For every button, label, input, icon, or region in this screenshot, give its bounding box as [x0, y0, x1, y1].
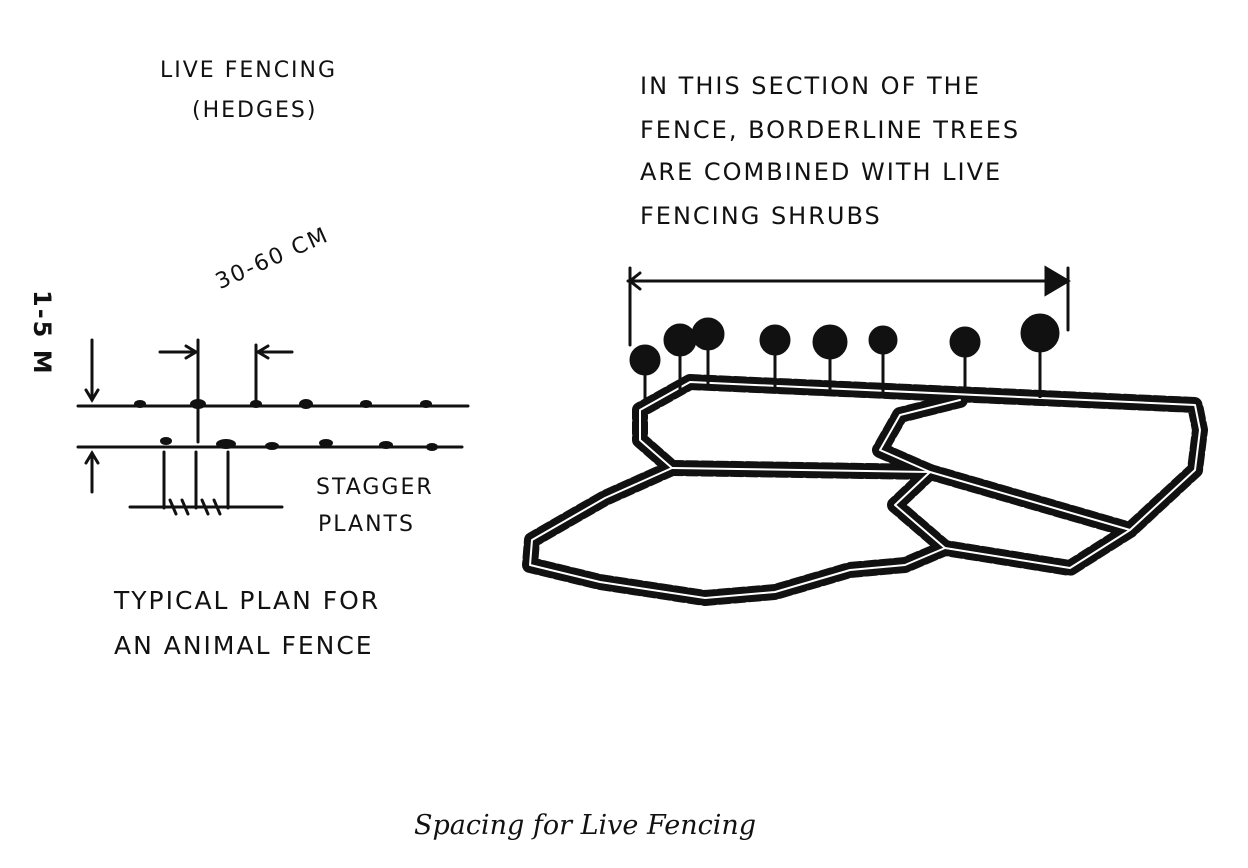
- figure-caption: Spacing for Live Fencing: [413, 810, 757, 841]
- tree: [1020, 313, 1060, 398]
- section-note-line2: FENCE, BORDERLINE TREES: [640, 116, 1021, 144]
- hedge-plants: [134, 399, 438, 451]
- plan-label-line2: AN ANIMAL FENCE: [114, 631, 374, 660]
- stagger-label-line2: PLANTS: [318, 512, 415, 537]
- section-note-line4: FENCING SHRUBS: [640, 202, 882, 230]
- borderline-trees: [629, 313, 1060, 405]
- hedge-enclosures: [522, 374, 1208, 606]
- hedges-title-line2: (HEDGES): [192, 98, 318, 123]
- tree: [812, 324, 848, 392]
- hedges-title-line1: LIVE FENCING: [160, 58, 338, 83]
- tree: [629, 344, 661, 405]
- tree: [868, 325, 898, 392]
- tree: [759, 324, 791, 388]
- stagger-label-line1: STAGGER: [316, 475, 434, 500]
- plan-label-line1: TYPICAL PLAN FOR: [114, 586, 381, 615]
- height-dimension-label: 1-5 M: [28, 290, 56, 376]
- tree: [691, 317, 725, 385]
- section-note-line3: ARE COMBINED WITH LIVE: [640, 158, 1003, 186]
- section-note-line1: IN THIS SECTION OF THE: [640, 72, 981, 100]
- tree: [949, 326, 981, 392]
